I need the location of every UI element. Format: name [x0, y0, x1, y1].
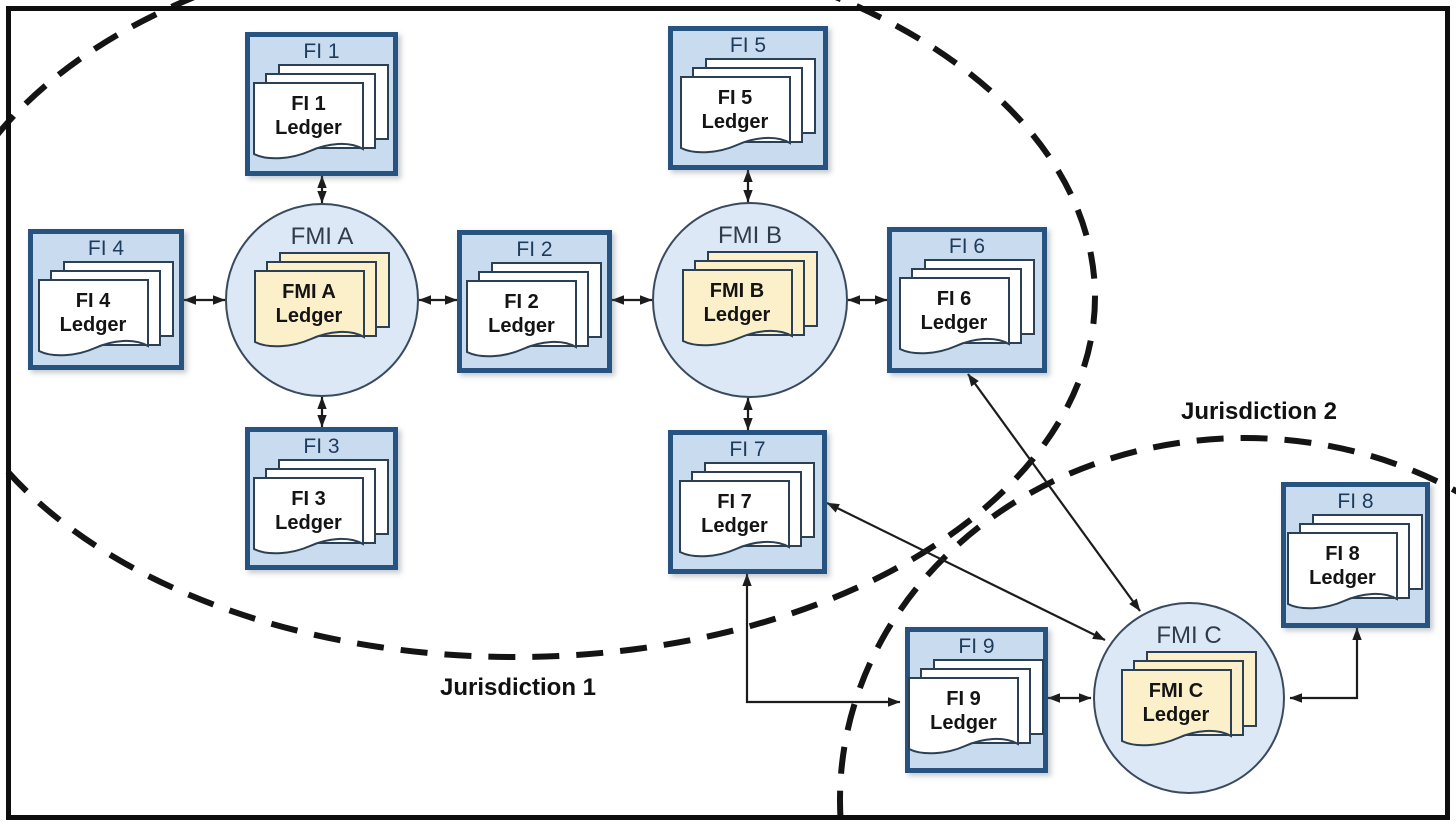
fi-7-ledger-stack: FI 7 Ledger	[679, 462, 816, 560]
connector-fi7-fmic	[826, 502, 1106, 641]
fi-6-title: FI 6	[948, 235, 986, 258]
fi-3-ledger-label: FI 3 Ledger	[275, 488, 342, 535]
document-stack-icon	[1120, 651, 1257, 747]
document-stack-icon	[1287, 514, 1423, 610]
fi-8-node: FI 8 FI 8 Ledger	[1281, 482, 1430, 628]
fi-1-ledger-stack: FI 1 Ledger	[253, 64, 390, 162]
fi-8-title: FI 8	[1337, 490, 1374, 513]
fmi-a-title: FMI A	[290, 223, 354, 250]
fmi-b-title: FMI B	[718, 222, 782, 249]
jurisdiction-1-boundary	[0, 0, 1098, 660]
connector-fi8-fmic	[1289, 627, 1362, 703]
fi-1-ledger-label: FI 1 Ledger	[275, 93, 342, 140]
fmi-c-ledger-label: FMI C Ledger	[1142, 680, 1210, 727]
fi-2-title: FI 2	[516, 238, 553, 261]
fi-9-node: FI 9 FI 9 Ledger	[905, 627, 1048, 773]
fi-5-node: FI 5 FI 5 Ledger	[668, 26, 828, 170]
fi-9-title: FI 9	[958, 635, 995, 658]
document-stack-icon	[253, 252, 390, 348]
document-stack-icon	[898, 259, 1035, 355]
fi-2-node: FI 2 FI 2 Ledger	[457, 230, 612, 373]
jurisdiction-2-label: Jurisdiction 2	[1180, 398, 1338, 425]
connector-fi7-fi9	[742, 573, 901, 707]
document-stack-icon	[37, 261, 174, 357]
fi-9-ledger-label: FI 9 Ledger	[930, 688, 997, 735]
fi-5-ledger-stack: FI 5 Ledger	[679, 58, 817, 156]
outer-frame	[6, 6, 1450, 820]
fi-7-node: FI 7 FI 7 Ledger	[668, 430, 827, 574]
fi-2-ledger-label: FI 2 Ledger	[488, 291, 555, 338]
fi-9-ledger-stack: FI 9 Ledger	[908, 659, 1045, 757]
fi-3-node: FI 3 FI 3 Ledger	[245, 427, 398, 570]
fmi-b-node: FMI B FMI B Ledger	[652, 202, 848, 398]
fmi-b-ledger-label: FMI B Ledger	[703, 280, 771, 327]
fi-5-title: FI 5	[729, 34, 767, 57]
fmi-c-node: FMI C FMI C Ledger	[1093, 602, 1285, 794]
fi-6-ledger-stack: FI 6 Ledger	[898, 259, 1036, 357]
document-stack-icon	[908, 659, 1044, 755]
fi-6-ledger-label: FI 6 Ledger	[920, 288, 988, 335]
fi-8-ledger-stack: FI 8 Ledger	[1287, 514, 1424, 612]
fi-4-ledger-label: FI 4 Ledger	[59, 290, 127, 337]
fi-7-ledger-label: FI 7 Ledger	[701, 491, 768, 538]
fi-8-ledger-label: FI 8 Ledger	[1309, 543, 1376, 590]
fi-7-title: FI 7	[729, 438, 766, 461]
connector-fi6-fmic	[967, 373, 1141, 612]
jurisdiction-2-boundary	[837, 435, 1456, 826]
fi-3-ledger-stack: FI 3 Ledger	[253, 459, 390, 557]
jurisdiction-1-label: Jurisdiction 1	[439, 674, 597, 701]
fi-1-node: FI 1 FI 1 Ledger	[245, 32, 398, 176]
fi-2-ledger-stack: FI 2 Ledger	[466, 262, 603, 360]
fi-4-node: FI 4 FI 4 Ledger	[28, 229, 184, 370]
fi-1-title: FI 1	[303, 40, 340, 63]
document-stack-icon	[253, 64, 389, 160]
fi-5-ledger-label: FI 5 Ledger	[701, 87, 769, 134]
fmi-c-title: FMI C	[1156, 622, 1222, 649]
fi-3-title: FI 3	[303, 435, 340, 458]
document-stack-icon	[681, 251, 818, 347]
fmi-a-node: FMI A FMI A Ledger	[225, 203, 419, 397]
fmi-a-ledger-stack: FMI A Ledger	[253, 252, 391, 350]
document-stack-icon	[679, 462, 815, 558]
fmi-b-ledger-stack: FMI B Ledger	[681, 251, 819, 349]
document-stack-icon	[253, 459, 389, 555]
document-stack-icon	[466, 262, 602, 358]
fi-4-title: FI 4	[87, 237, 125, 260]
fi-6-node: FI 6 FI 6 Ledger	[887, 227, 1047, 373]
fi-4-ledger-stack: FI 4 Ledger	[37, 261, 175, 359]
fmi-a-ledger-label: FMI A Ledger	[275, 281, 343, 328]
document-stack-icon	[679, 58, 816, 154]
fmi-c-ledger-stack: FMI C Ledger	[1120, 651, 1258, 749]
